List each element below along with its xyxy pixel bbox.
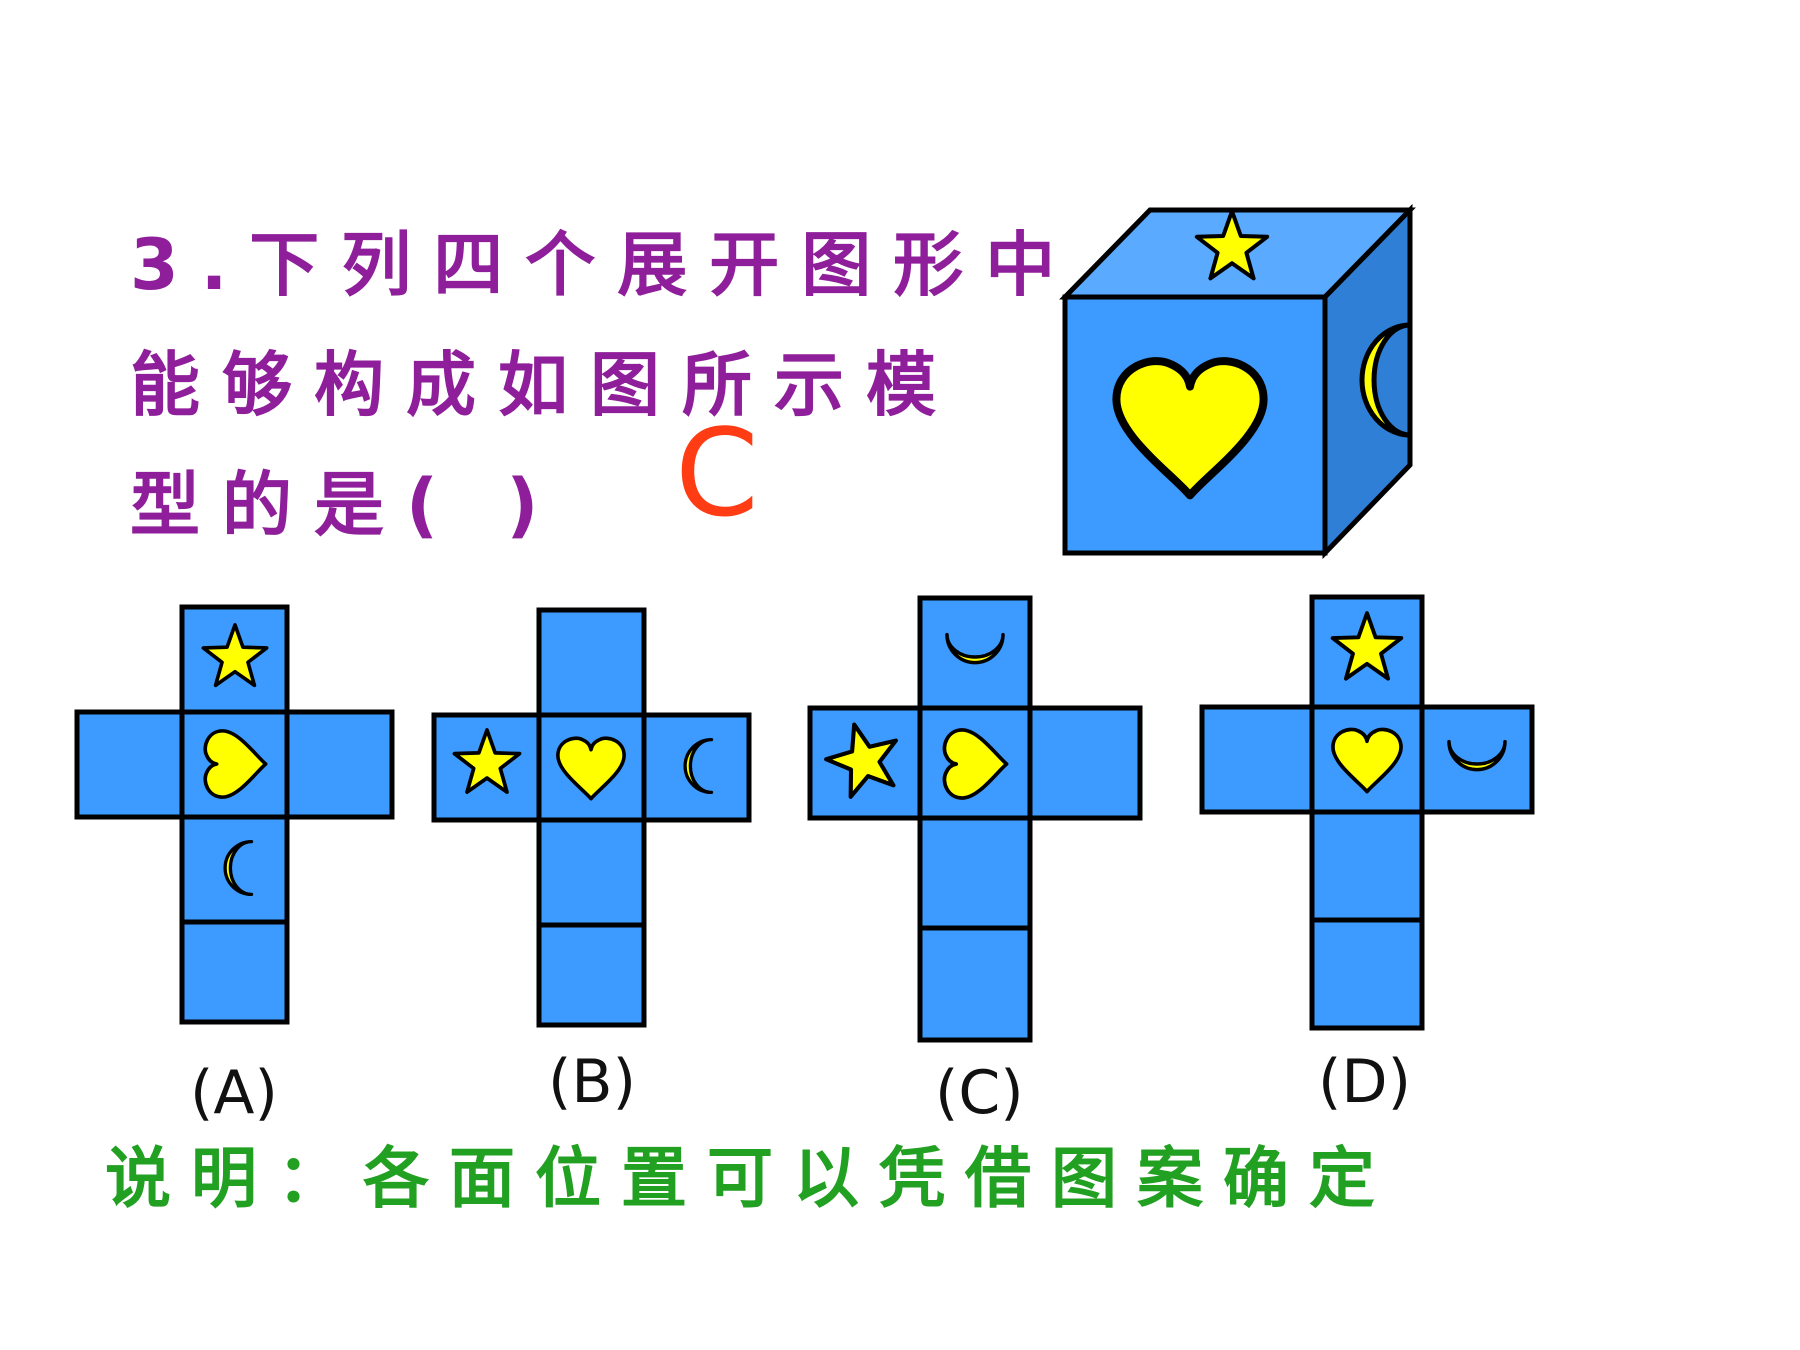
net-a-face-right [284,709,395,820]
note-text: 说明：各面位置可以凭借图案确定 [105,1140,1395,1217]
net-a-face-bottom [179,919,290,1025]
net-d-face-center [1309,704,1425,815]
net-b-face-top [536,607,647,718]
question-text: 3.下列四个展开图形中 能够构成如图所示模 型的是( ) [130,205,1070,565]
net-a[interactable] [74,604,395,1025]
cube-model [1059,203,1416,560]
option-label-b[interactable]: (B) [548,1047,636,1117]
answer-mark: C [675,405,759,544]
net-a-face-left [74,709,185,820]
question-line-2: 能够构成如图所示模 [130,344,958,426]
net-d-face-below [1309,809,1425,923]
moon-icon [1359,322,1410,438]
net-b[interactable] [431,607,752,1028]
option-label-d[interactable]: (D) [1318,1047,1412,1117]
net-d-face-bottom [1309,917,1425,1031]
net-b-face-below [536,817,647,928]
question-line-1: 3.下列四个展开图形中 [130,224,1078,306]
cube-right-clip [1359,322,1410,438]
net-c[interactable] [807,595,1143,1043]
net-b-face-right [641,712,752,823]
question-line-3: 型的是( ) [130,464,561,546]
net-d-face-left [1199,704,1315,815]
net-c-face-right [1027,705,1143,821]
net-c-face-bottom [917,925,1033,1043]
option-label-c[interactable]: (C) [935,1058,1024,1128]
net-d[interactable] [1199,594,1535,1031]
net-c-face-below [917,815,1033,931]
option-label-a[interactable]: (A) [190,1058,278,1128]
net-b-face-bottom [536,922,647,1028]
net-a-face-below [179,814,290,925]
